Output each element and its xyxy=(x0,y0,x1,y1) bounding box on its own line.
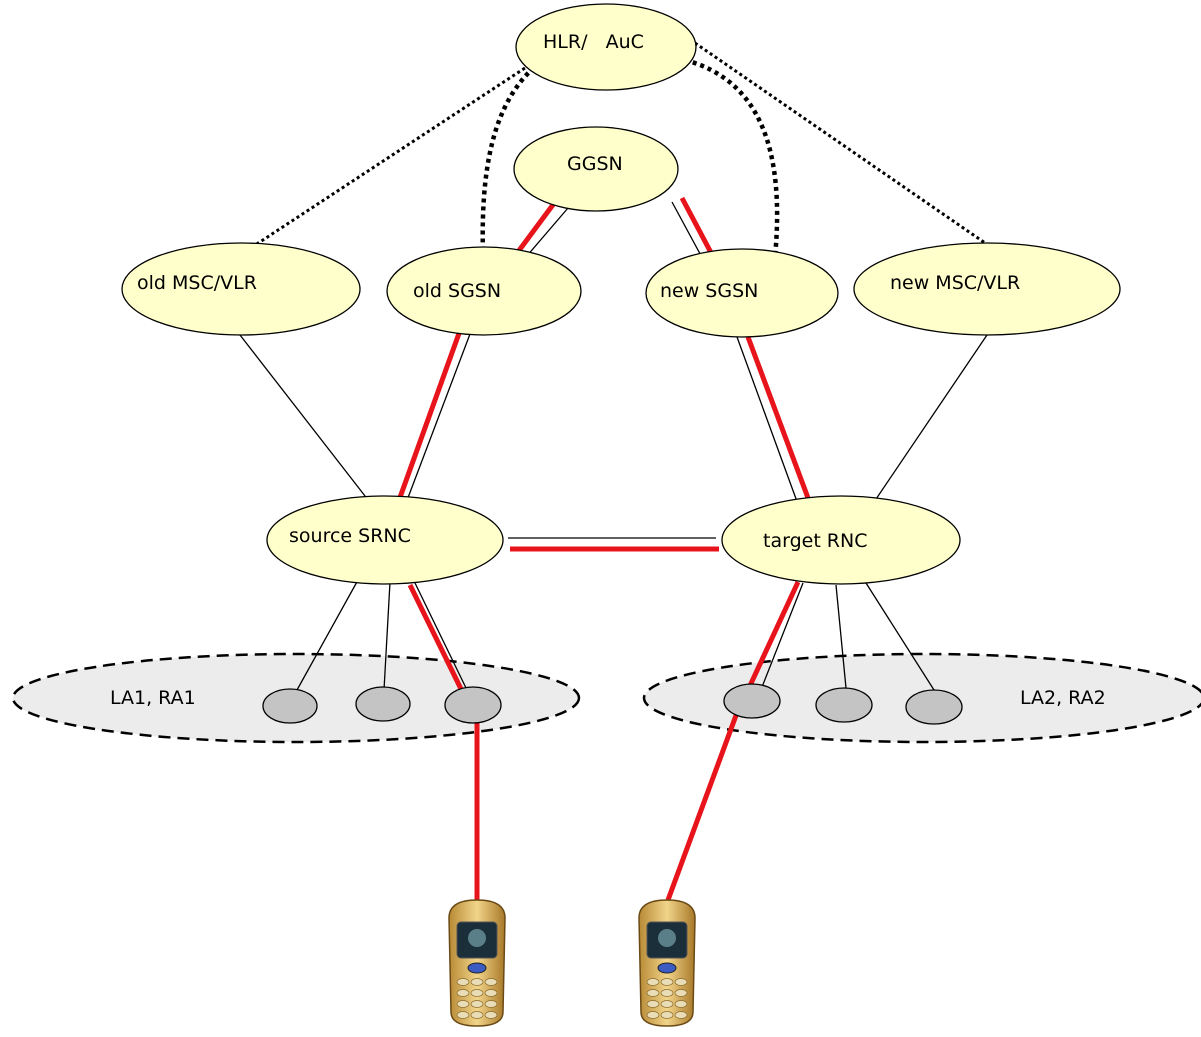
link-newmsc-targetrnc xyxy=(871,334,988,506)
link-srnc-cell1 xyxy=(296,579,359,691)
node-source-srnc-label: source SRNC xyxy=(289,525,411,547)
link-hlr-oldsgsn xyxy=(480,60,542,256)
node-new-sgsn: new SGSN xyxy=(645,248,839,338)
node-ggsn: GGSN xyxy=(513,126,679,212)
node-source-srnc-shape xyxy=(266,495,504,585)
link-targetrnc-cell3 xyxy=(865,582,935,691)
up-cell-phone2 xyxy=(665,709,741,901)
cell xyxy=(355,686,411,722)
up-newsgsn-targetrnc xyxy=(745,336,814,507)
link-oldmsc-srnc xyxy=(239,334,373,506)
node-old-sgsn: old SGSN xyxy=(386,246,582,336)
link-srnc-cell3 xyxy=(414,582,468,691)
node-ggsn-shape xyxy=(513,126,679,212)
area-1-label: LA1, RA1 xyxy=(110,687,196,709)
cells-area-1 xyxy=(262,686,502,724)
up-srnc-cell xyxy=(407,583,464,691)
node-source-srnc: source SRNC xyxy=(266,495,504,585)
node-old-msc-vlr-shape xyxy=(121,242,361,336)
node-new-sgsn-label: new SGSN xyxy=(660,280,758,302)
node-new-msc-vlr-shape xyxy=(853,242,1121,336)
link-targetrnc-cell1 xyxy=(761,582,804,688)
link-hlr-newsgsn xyxy=(684,57,780,258)
node-target-rnc-shape xyxy=(721,495,961,585)
up-targetrnc-cell xyxy=(745,580,801,692)
node-new-msc-vlr-label: new MSC/VLR xyxy=(890,272,1020,294)
link-hlr-newmsc xyxy=(694,41,989,247)
hlr-signalling xyxy=(236,41,989,259)
area-2-label: LA2, RA2 xyxy=(1020,687,1106,709)
node-old-sgsn-shape xyxy=(386,246,582,336)
node-ggsn-label: GGSN xyxy=(567,153,623,175)
cell xyxy=(444,686,502,724)
node-hlr-auc: HLR/ AuC xyxy=(515,3,697,91)
node-hlr-auc-shape xyxy=(515,3,697,91)
cell xyxy=(815,687,873,723)
cells-area-2 xyxy=(723,683,963,725)
mobile-phone-icon xyxy=(638,899,696,1027)
node-old-msc-vlr: old MSC/VLR xyxy=(121,242,361,336)
node-target-rnc-label: target RNC xyxy=(763,530,868,552)
link-newsgsn-targetrnc xyxy=(736,336,800,508)
node-target-rnc: target RNC xyxy=(721,495,961,585)
link-targetrnc-cell2 xyxy=(835,584,847,689)
link-oldsgsn-srnc xyxy=(405,333,471,504)
mobile-phone-icon xyxy=(448,899,506,1027)
node-new-msc-vlr: new MSC/VLR xyxy=(853,242,1121,336)
up-oldsgsn-srnc xyxy=(395,324,465,504)
node-old-msc-vlr-label: old MSC/VLR xyxy=(137,272,257,294)
cell xyxy=(262,688,318,724)
cell xyxy=(723,683,781,719)
link-srnc-cell2 xyxy=(383,581,391,691)
link-hlr-oldmsc xyxy=(236,43,561,259)
node-old-sgsn-label: old SGSN xyxy=(413,280,501,302)
node-new-sgsn-shape xyxy=(645,248,839,338)
user-plane-path xyxy=(395,196,814,901)
cell xyxy=(905,689,963,725)
node-hlr-auc-label: HLR/ AuC xyxy=(543,31,644,53)
